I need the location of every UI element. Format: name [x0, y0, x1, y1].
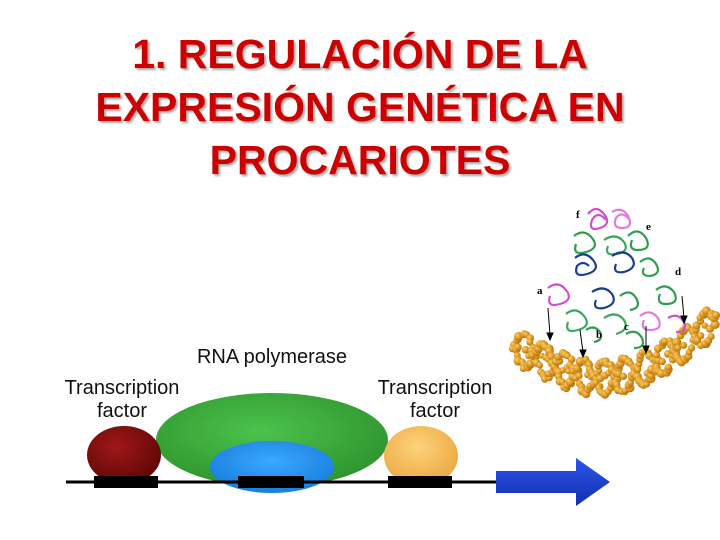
subunit-label-e: e — [646, 221, 651, 233]
tf-left-shape — [87, 426, 161, 484]
subunit-label-d: d — [675, 266, 681, 278]
dna-bead — [521, 346, 530, 354]
rna-polymerase-label: RNA polymerase — [197, 346, 347, 368]
slide-title: 1. REGULACIÓN DE LA EXPRESIÓN GENÉTICA E… — [0, 28, 720, 187]
protein-subunits — [547, 207, 687, 350]
tf-left-label-line1: Transcription — [65, 377, 180, 399]
subunit-label-b: b — [596, 329, 602, 341]
binding-site-left — [94, 476, 158, 488]
title-line-3: PROCARIOTES — [209, 137, 511, 183]
dna-bead — [707, 333, 715, 340]
binding-arrows — [546, 295, 688, 359]
dna-bead — [634, 366, 642, 373]
binding-site-middle — [238, 476, 304, 488]
subunit-label-c: c — [624, 321, 629, 333]
dna-bead — [664, 363, 673, 371]
tf-left-label-line2: factor — [97, 400, 147, 422]
dna-helix-model — [508, 306, 720, 399]
dna-bead — [575, 372, 583, 380]
dna-bead — [619, 372, 628, 380]
dna-bead — [680, 341, 688, 349]
subunit-label-f: f — [576, 209, 580, 221]
dna-bead — [658, 358, 666, 366]
subunit-label-a: a — [537, 285, 543, 297]
title-line-2: EXPRESIÓN GENÉTICA EN — [95, 84, 625, 130]
tf-right-shape — [384, 426, 458, 486]
dna-bead — [712, 311, 720, 320]
dna-bead — [674, 344, 682, 352]
dna-bead — [526, 338, 534, 346]
dna-bead — [514, 343, 522, 351]
binding-site-right — [388, 476, 452, 488]
dna-bead — [567, 355, 576, 364]
dna-bead — [697, 332, 705, 340]
dna-bead — [672, 337, 682, 347]
tf-right-label-line1: Transcription — [378, 377, 493, 399]
dna-bead — [536, 362, 544, 369]
dna-bead — [661, 337, 669, 345]
gene-arrow — [496, 458, 610, 506]
title-line-1: 1. REGULACIÓN DE LA — [132, 31, 588, 77]
protein-dna-model: f e d a b c — [508, 207, 720, 399]
dna-bead — [653, 351, 661, 359]
tf-right-label-line2: factor — [410, 400, 460, 422]
dna-bead — [688, 344, 696, 352]
